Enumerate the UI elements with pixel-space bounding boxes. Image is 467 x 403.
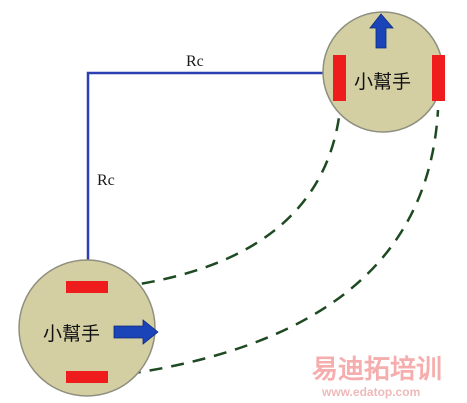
robot-top-right-wheel bbox=[432, 55, 445, 101]
robot-bottom-arrow-icon bbox=[113, 319, 159, 345]
radius-label-left: Rc bbox=[97, 172, 115, 189]
watermark-brand: 易迪拓培训 bbox=[312, 355, 442, 385]
watermark: 易迪拓培训 www.edatop.com bbox=[312, 355, 442, 399]
inner-wheel-path bbox=[119, 109, 342, 289]
robot-bottom-body bbox=[18, 259, 156, 397]
robot-bottom-bottom-wheel bbox=[66, 371, 108, 383]
watermark-url: www.edatop.com bbox=[321, 385, 420, 399]
robot-top: 小幫手 bbox=[322, 11, 445, 133]
robot-top-label: 小幫手 bbox=[354, 71, 411, 93]
robot-top-arrow-icon bbox=[369, 13, 394, 49]
radius-lines bbox=[86, 71, 340, 282]
robot-bottom-top-wheel bbox=[66, 281, 108, 293]
radius-label-top: Rc bbox=[186, 53, 204, 70]
robot-bottom-label: 小幫手 bbox=[43, 323, 100, 345]
robot-top-left-wheel bbox=[333, 55, 346, 101]
outer-wheel-path bbox=[105, 109, 440, 379]
robot-bottom: 小幫手 bbox=[18, 259, 159, 397]
